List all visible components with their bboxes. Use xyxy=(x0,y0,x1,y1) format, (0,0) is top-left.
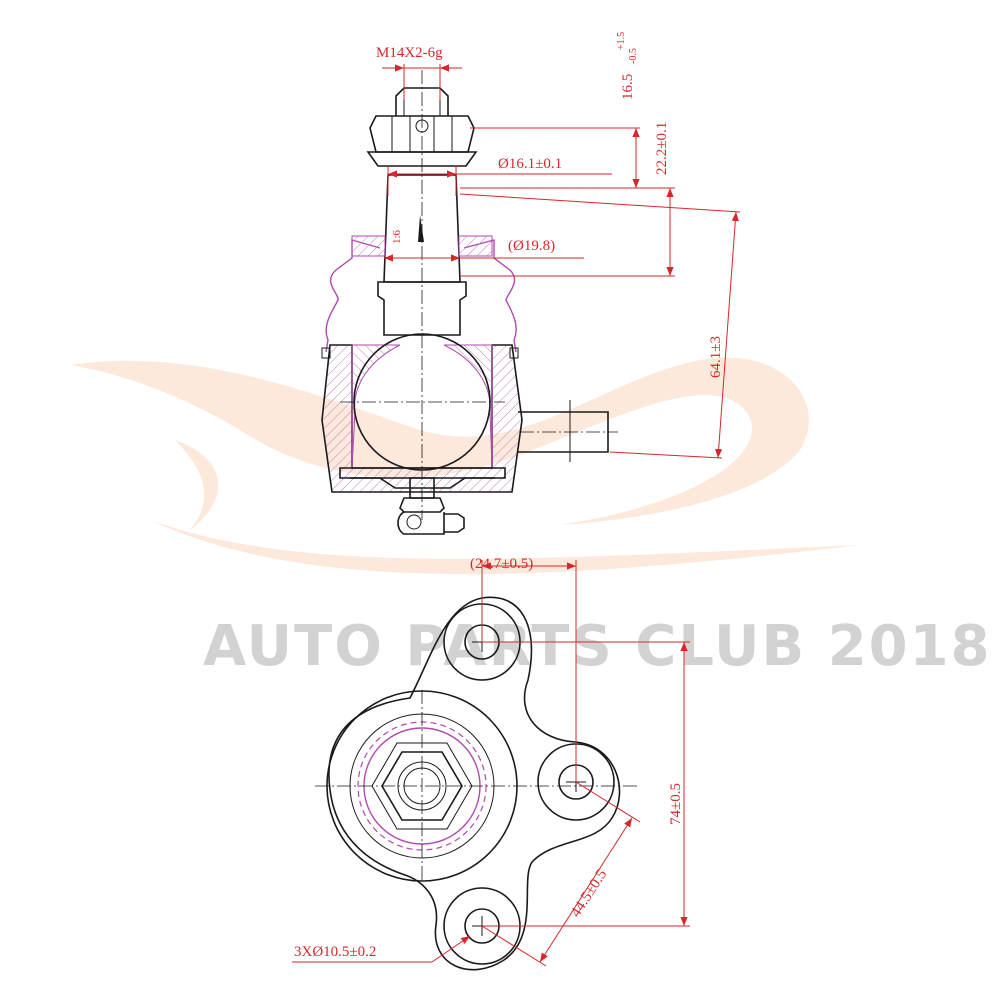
ref-diameter-label: (Ø19.8) xyxy=(508,238,555,254)
grease-fitting-ring xyxy=(406,514,422,530)
castle-nut xyxy=(369,115,475,153)
watermark-swoosh xyxy=(70,357,809,525)
grease-fitting-hex xyxy=(399,497,445,513)
stud-diameter-label: Ø16.1±0.1 xyxy=(498,156,562,172)
bottom-plate xyxy=(339,467,506,479)
length-dim-line xyxy=(715,211,739,459)
grease-nipple xyxy=(444,513,465,533)
hole-spacing-label: (24.7±0.5) xyxy=(470,556,533,572)
diag-ext-top xyxy=(575,781,641,823)
length-ext-top xyxy=(459,193,741,213)
top-nut-hex xyxy=(381,751,463,821)
taper-mark xyxy=(418,215,424,242)
overall-length-label: 64.1±3 xyxy=(708,336,724,378)
grease-fitting-elbow xyxy=(397,511,445,535)
taper-height-label: 22.2±0.1 xyxy=(654,122,670,175)
taper-ratio-label: 1:6 xyxy=(391,229,403,244)
watermark-text: AUTO PARTS CLUB 2018 xyxy=(203,614,992,679)
flange-outline xyxy=(328,596,621,971)
watermark: AUTO PARTS CLUB 2018 xyxy=(70,357,992,679)
side-view: 1:6 xyxy=(321,70,618,535)
thread-label: M14X2-6g xyxy=(376,45,443,61)
stud-neck xyxy=(377,281,467,336)
boot-clip-right xyxy=(509,347,519,359)
bottom-cap xyxy=(350,477,495,489)
diag-ext-bottom xyxy=(481,925,547,967)
side-dimensions: M14X2-6g 16.5 +1.5 -0.5 Ø16.1±0.1 22.2±0… xyxy=(376,32,741,459)
cotter-hole xyxy=(415,119,429,133)
diagonal-spacing-label: 44.5±0.5 xyxy=(568,867,610,920)
dust-boot-left xyxy=(325,239,381,353)
watermark-swoosh-low xyxy=(150,520,860,575)
length-ext-bottom xyxy=(609,451,723,459)
vertical-spacing-label: 74±0.5 xyxy=(668,783,684,825)
stud-top xyxy=(395,87,449,116)
hole-leader xyxy=(431,935,471,963)
height-tol-upper: +1.5 xyxy=(616,32,627,50)
diag-dim-line xyxy=(539,817,633,963)
dust-boot-right xyxy=(463,239,517,353)
watermark-swoosh-left xyxy=(175,440,219,530)
boot-collar-right xyxy=(458,235,493,257)
height-tol-lower: -0.5 xyxy=(628,48,639,64)
hole-label: 3XØ10.5±0.2 xyxy=(294,944,376,960)
boot-collar-left xyxy=(351,235,386,257)
height-label: 16.5 xyxy=(620,74,636,100)
boot-clip-left xyxy=(321,347,331,359)
